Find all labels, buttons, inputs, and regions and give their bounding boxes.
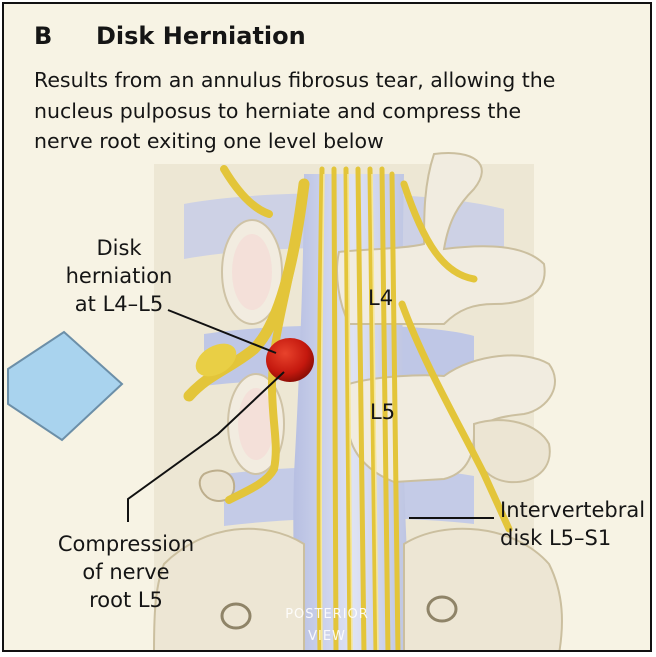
label-posterior-view: POSTERIOR VIEW [272,604,382,648]
blue-arrow-icon [8,332,122,440]
label-compression: Compression of nerve root L5 [26,530,226,614]
label-l4: L4 [368,286,393,310]
caption-line: Results from an annulus fibrosus tear, a… [34,65,634,96]
panel-title: Disk Herniation [96,22,306,50]
label-disk-herniation: Disk herniation at L4–L5 [64,234,174,318]
caption: Results from an annulus fibrosus tear, a… [34,65,634,157]
caption-line: nucleus pulposus to herniate and compres… [34,96,634,127]
disk-herniation [266,338,314,382]
caption-line: nerve root exiting one level below [34,126,634,157]
panel-letter: B [34,22,52,50]
label-intervertebral-disk: Intervertebral disk L5–S1 [500,496,650,552]
label-l5: L5 [370,400,395,424]
